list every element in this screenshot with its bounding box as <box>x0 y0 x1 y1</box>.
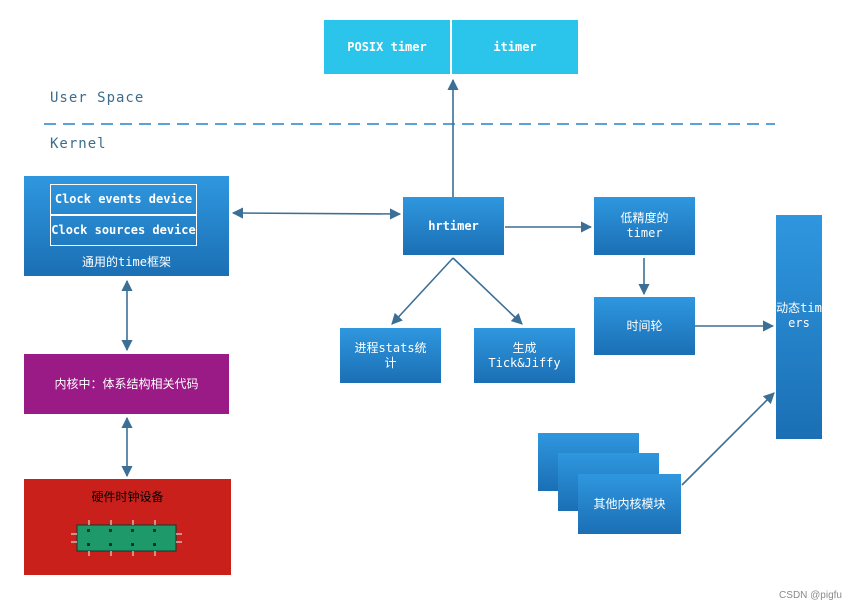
itimer-box: itimer <box>452 20 578 74</box>
tick-jiffy-box: 生成Tick&Jiffy <box>474 328 575 383</box>
user-space-label: User Space <box>50 90 145 106</box>
time-framework-box: Clock events device Clock sources device… <box>24 176 229 276</box>
clock-events-device: Clock events device <box>50 184 197 215</box>
arch-code-box: 内核中：体系结构相关代码 <box>24 354 229 414</box>
arrow-framework-hrtimer <box>231 207 402 220</box>
kernel-label: Kernel <box>50 136 107 152</box>
watermark: CSDN @pigfu <box>779 590 842 601</box>
clock-sources-device: Clock sources device <box>50 215 197 246</box>
hw-clock-box: 硬件时钟设备 <box>24 479 231 575</box>
arrow-hrtimer-to-tick <box>452 257 523 325</box>
posix-timer-box: POSIX timer <box>324 20 450 74</box>
process-stats-box: 进程stats统计 <box>340 328 441 383</box>
other-modules-box: 其他内核模块 <box>578 474 681 534</box>
dynamic-timers-box: 动态timers <box>776 215 822 439</box>
chip-icon <box>71 520 182 556</box>
hrtimer-box: hrtimer <box>403 197 504 255</box>
arrow-hrtimer-to-stats <box>391 257 454 325</box>
low-res-timer-box: 低精度的timer <box>594 197 695 255</box>
arrow-modules-to-dynamic <box>681 392 775 486</box>
framework-title: 通用的time框架 <box>82 255 171 269</box>
time-wheel-box: 时间轮 <box>594 297 695 355</box>
hw-clock-label: 硬件时钟设备 <box>91 490 164 504</box>
